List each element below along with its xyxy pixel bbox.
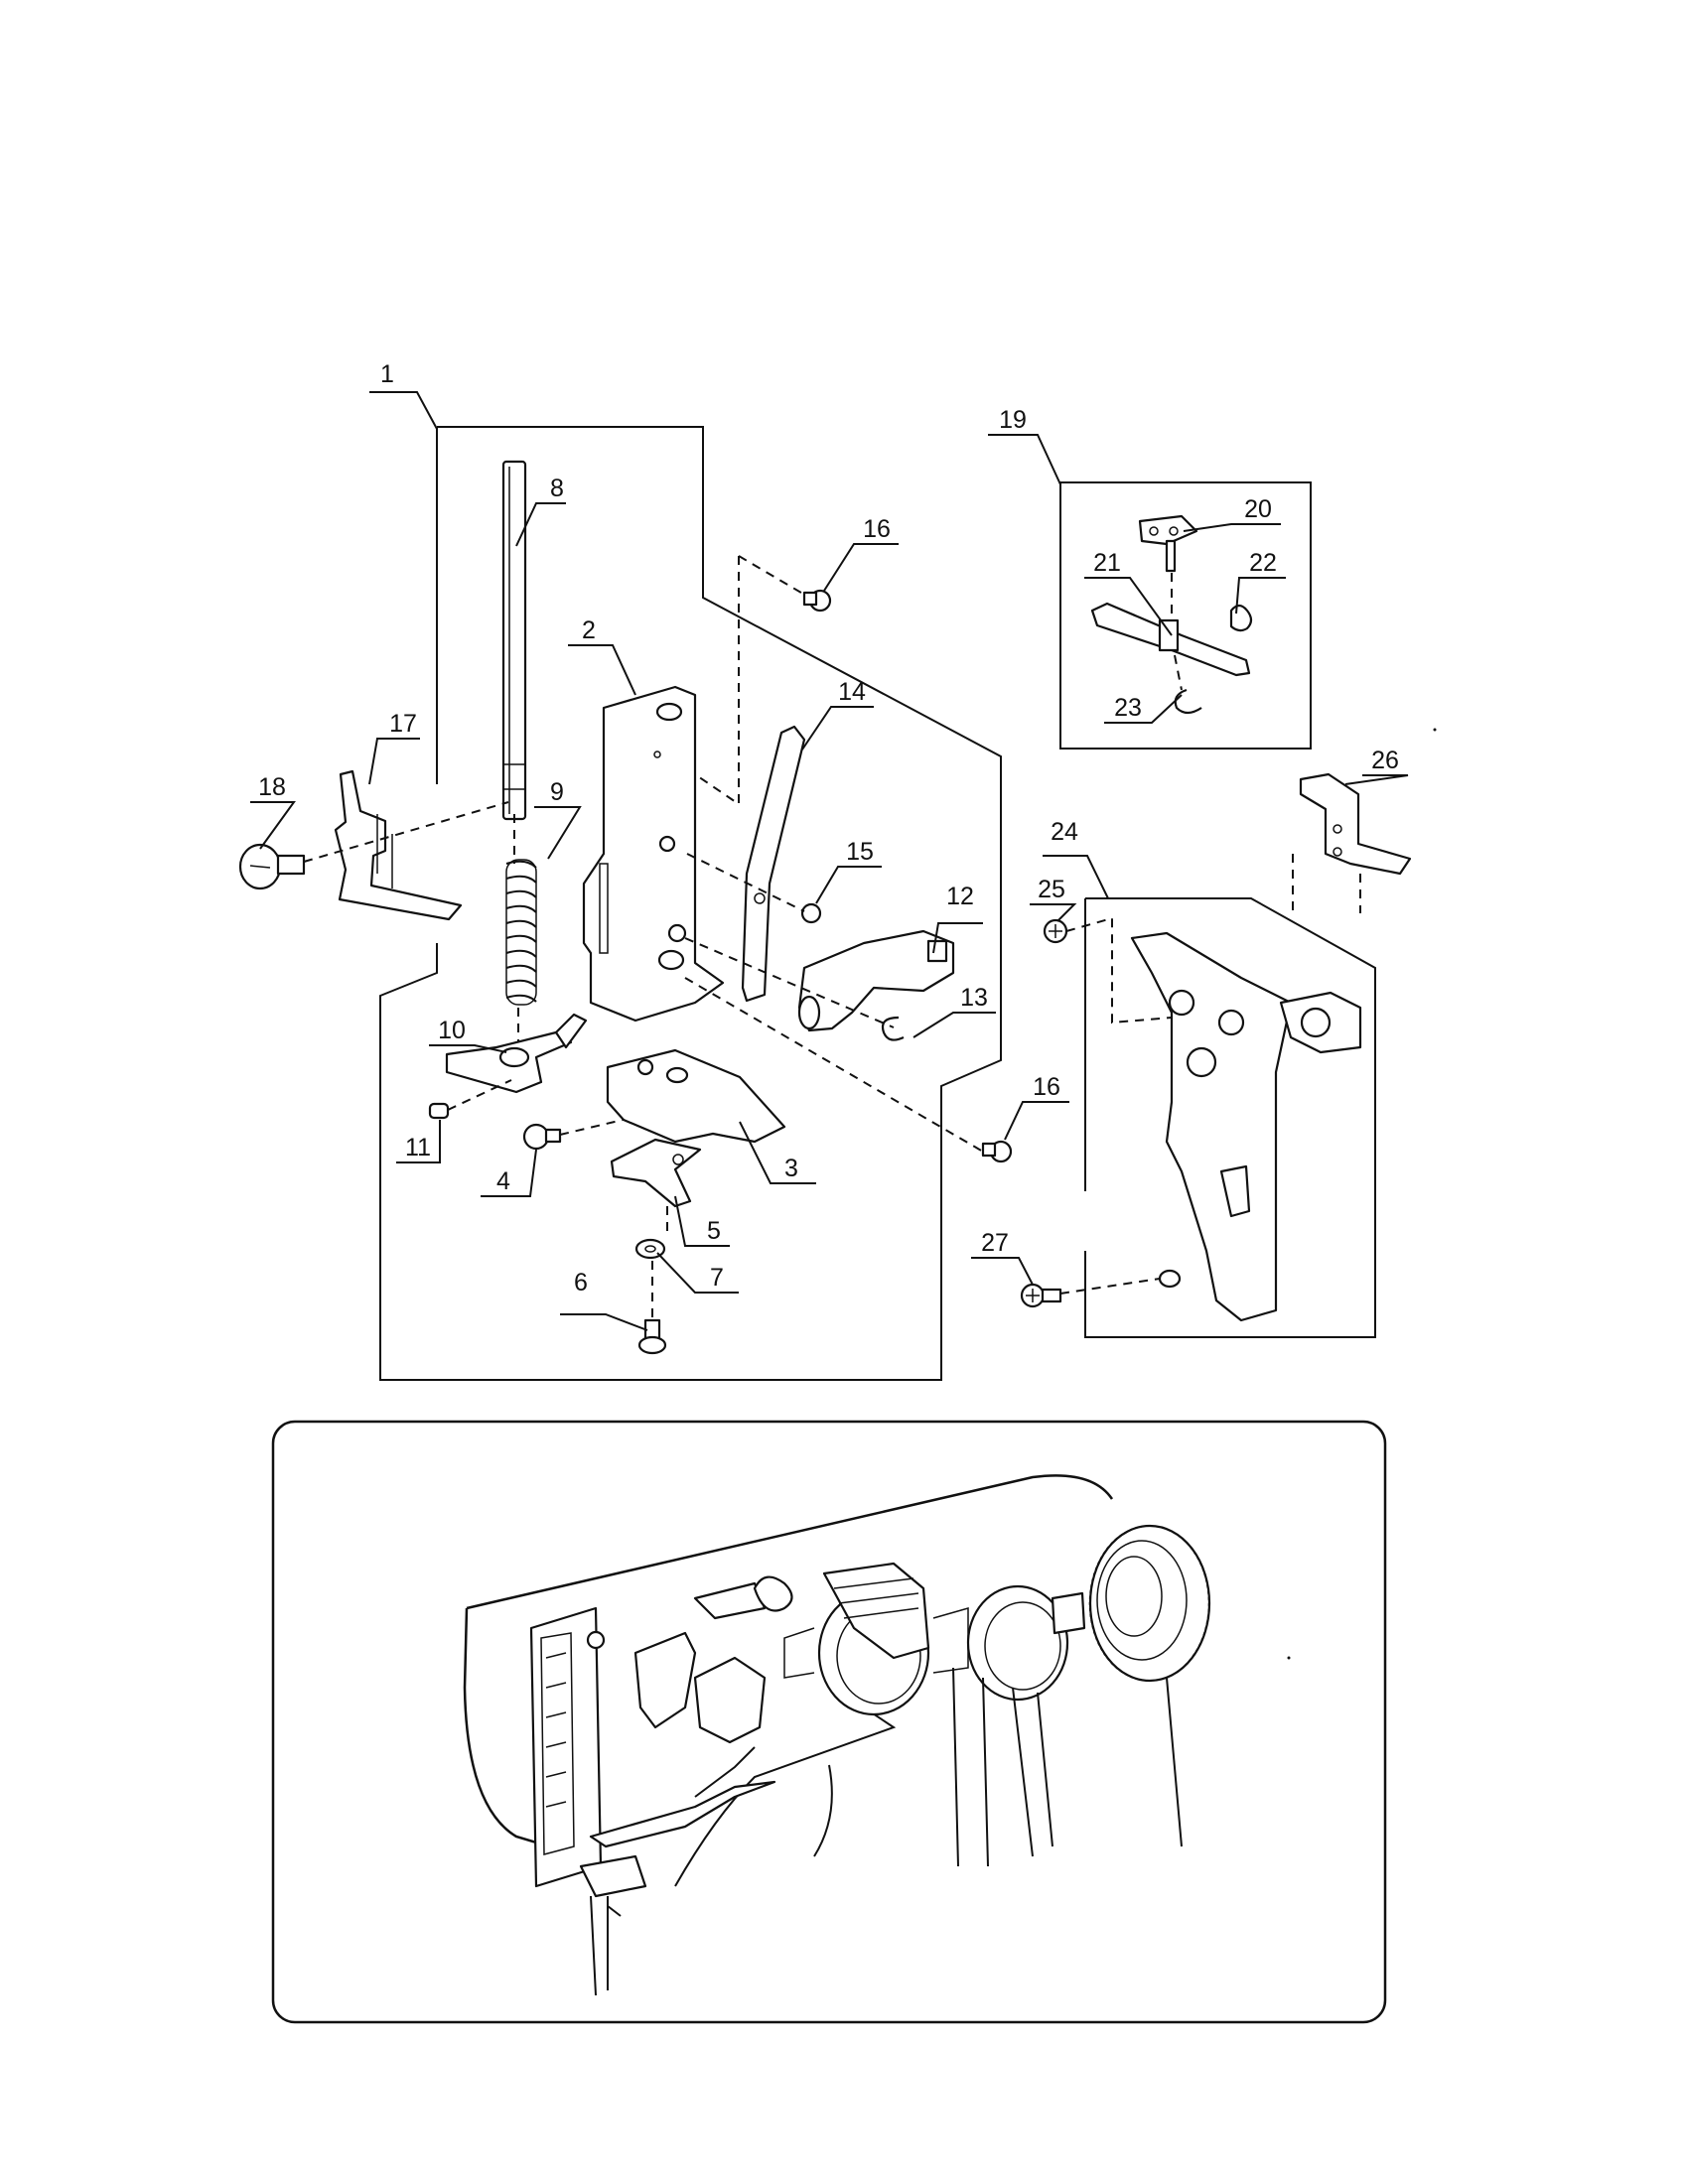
plate-3 [606,1048,786,1144]
callout-labels: 1 2 3 4 5 6 7 8 9 10 11 12 13 14 15 16 1… [258,360,1399,1297]
callout-2: 2 [582,616,596,644]
callout-18: 18 [258,773,286,801]
callout-7: 7 [710,1264,724,1292]
lever-21 [1090,602,1251,677]
callout-5: 5 [707,1217,721,1245]
callout-11: 11 [405,1134,431,1161]
callout-24: 24 [1051,818,1078,846]
screw-4 [522,1123,562,1151]
callout-4: 4 [496,1167,510,1195]
callout-14: 14 [838,678,866,706]
screw-25 [1043,918,1068,944]
callout-17: 17 [389,710,417,738]
thumb-screw [238,843,306,890]
adjusting-plate-10 [445,1013,588,1094]
e-clip-13 [881,1016,905,1041]
callout-leaders [250,391,1409,1331]
callout-16-top: 16 [863,515,891,543]
callout-19: 19 [999,406,1027,434]
lever-plate [741,725,806,1003]
callout-13: 13 [960,984,988,1012]
callout-25: 25 [1038,876,1065,903]
presser-foot [334,769,463,921]
set-screw-11 [428,1102,450,1120]
callout-21: 21 [1093,549,1121,577]
bracket-20 [1138,514,1198,573]
machine-head-illustration [463,1474,1211,1996]
callout-22: 22 [1249,549,1277,577]
callout-1: 1 [380,360,394,388]
callout-12: 12 [946,883,974,910]
small-screw-15 [800,902,822,924]
group-1-outline [379,426,1002,1381]
callout-27: 27 [981,1229,1009,1257]
callout-16-bottom: 16 [1033,1073,1060,1101]
callout-3: 3 [784,1155,798,1182]
screw-6 [637,1318,667,1355]
presser-spring [505,859,537,1006]
callout-6: 6 [574,1269,588,1297]
group-19-outline [1059,481,1312,750]
bracket-26 [1299,772,1412,876]
plate-5 [610,1138,702,1208]
e-clip-23 [1174,688,1202,715]
presser-bar-bracket [582,685,725,1023]
callout-20: 20 [1244,495,1272,523]
screw-16-bottom [981,1140,1013,1163]
callout-15: 15 [846,838,874,866]
callout-26: 26 [1371,747,1399,774]
presser-bar [501,460,527,821]
callout-10: 10 [438,1017,466,1044]
callout-9: 9 [550,778,564,806]
plate-assembly-24 [1130,931,1362,1322]
lifter-arm [797,929,955,1032]
callout-23: 23 [1114,694,1142,722]
callout-8: 8 [550,475,564,502]
group-24-outline [1084,897,1376,1338]
spring-22 [1229,604,1253,632]
machine-view-frame [271,1420,1387,2024]
screw-16-top [802,589,832,613]
screw-27 [1020,1283,1062,1308]
